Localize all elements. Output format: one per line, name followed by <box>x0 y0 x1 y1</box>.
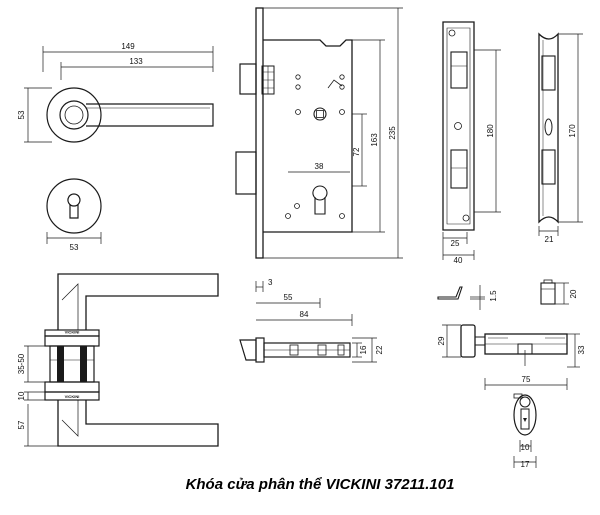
lock-body: 38 72 163 235 <box>235 7 403 259</box>
brand-mark-top: VICKINI <box>65 330 80 335</box>
dim-keeper-box-height: 20 <box>569 289 578 298</box>
dim-door-min-max: 35-50 <box>17 353 26 374</box>
dim-backset-3: 3 <box>268 278 273 287</box>
dim-cylinder-29: 29 <box>437 336 446 345</box>
dim-lever-height: 57 <box>17 420 26 429</box>
dim-strike-thickness: 1.5 <box>489 290 498 302</box>
dim-latch-22: 22 <box>375 345 384 354</box>
dim-body-depth: 84 <box>300 310 309 319</box>
dim-latch-16: 16 <box>359 345 368 354</box>
keeper-plate: 170 21 20 <box>538 32 583 305</box>
dim-case-height: 163 <box>370 133 379 147</box>
escutcheon-plate: 53 <box>46 178 102 252</box>
dim-cam-17: 17 <box>521 460 530 469</box>
dim-keeper-height: 170 <box>568 124 577 138</box>
dim-strike-inner-width: 25 <box>451 239 460 248</box>
brand-mark-bottom: VICKINI <box>65 394 80 399</box>
dim-cam-10: 10 <box>521 443 530 452</box>
handle-set-side-view: VICKINI VICKINI 35-50 10 57 <box>17 273 219 447</box>
dim-keeper-width: 21 <box>545 235 554 244</box>
dim-strike-height: 180 <box>486 124 495 138</box>
dim-strike-width: 40 <box>454 256 463 265</box>
product-title: Khóa cửa phân thể VICKINI 37211.101 <box>186 476 455 493</box>
dim-rose-height: 53 <box>17 110 26 119</box>
dim-backset-55: 55 <box>284 293 293 302</box>
dim-spindle-to-key: 72 <box>352 147 361 156</box>
dim-faceplate-height: 235 <box>388 126 397 140</box>
lock-cylinder: 29 33 75 10 17 <box>437 324 586 469</box>
dim-cylinder-length: 75 <box>522 375 531 384</box>
dim-rose-gap: 10 <box>17 391 26 400</box>
strike-plate: 180 25 40 1.5 <box>437 21 501 310</box>
dim-handle-reach: 133 <box>129 57 143 66</box>
dim-lock-width: 38 <box>315 162 324 171</box>
dim-cylinder-33: 33 <box>577 345 586 354</box>
latch-bolt-section: 3 55 84 16 22 <box>239 278 384 363</box>
dim-handle-length: 149 <box>121 42 135 51</box>
lever-handle-front-view: 149 133 53 <box>17 42 214 143</box>
dim-escutcheon-diameter: 53 <box>70 243 79 252</box>
